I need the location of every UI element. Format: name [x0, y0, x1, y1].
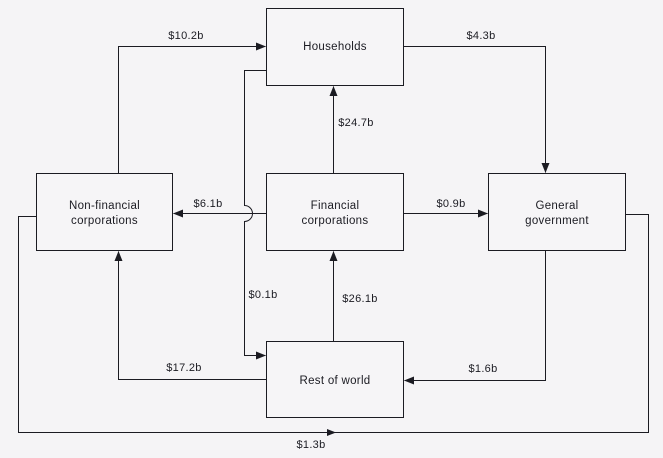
flow-midline-arrowhead-icon [327, 429, 336, 436]
flow-label-financial-to-households: $24.7b [338, 117, 373, 129]
households-box [266, 8, 404, 86]
flow-arrow-government-to-restofworld [404, 250, 546, 385]
financial-label-line2: corporations [302, 215, 369, 227]
nonfinancial-box [36, 173, 173, 251]
flow-arrow-restofworld-to-nonfinancial [114, 251, 267, 380]
flow-label-nonfinancial-to-government: $1.3b [296, 439, 325, 451]
node-financial-corporations: Financial corporations [266, 173, 404, 251]
flow-label-financial-to-government: $0.9b [436, 198, 465, 210]
node-households: Households [266, 8, 404, 86]
flow-label-financial-to-nonfinancial: $6.1b [193, 198, 222, 210]
flow-label-households-to-government: $4.3b [466, 30, 495, 42]
node-nonfinancial-corporations: Non-financial corporations [36, 173, 173, 251]
government-label-line2: government [525, 215, 589, 227]
financial-box [266, 173, 404, 251]
flow-arrow-nonfinancial-to-households [118, 42, 266, 174]
financial-label-line1: Financial [311, 200, 360, 212]
restofworld-label: Rest of world [299, 375, 370, 387]
households-label: Households [303, 41, 367, 53]
flow-label-restofworld-to-financial: $26.1b [342, 293, 377, 305]
restofworld-box [266, 341, 404, 418]
nonfinancial-label-line1: Non-financial [69, 200, 140, 212]
government-box [488, 173, 626, 251]
flow-arrow-households-to-government [403, 46, 550, 173]
government-label-line1: General [535, 200, 578, 212]
node-rest-of-world: Rest of world [266, 341, 404, 418]
flow-label-government-to-restofworld: $1.6b [468, 363, 497, 375]
flow-label-restofworld-to-nonfinancial: $17.2b [166, 362, 201, 374]
flow-label-households-to-restofworld: $0.1b [248, 289, 277, 301]
flow-label-nonfinancial-to-households: $10.2b [168, 30, 203, 42]
flow-arrow-households-to-restofworld [244, 70, 267, 360]
node-general-government: General government [488, 173, 626, 251]
nonfinancial-label-line2: corporations [71, 215, 138, 227]
